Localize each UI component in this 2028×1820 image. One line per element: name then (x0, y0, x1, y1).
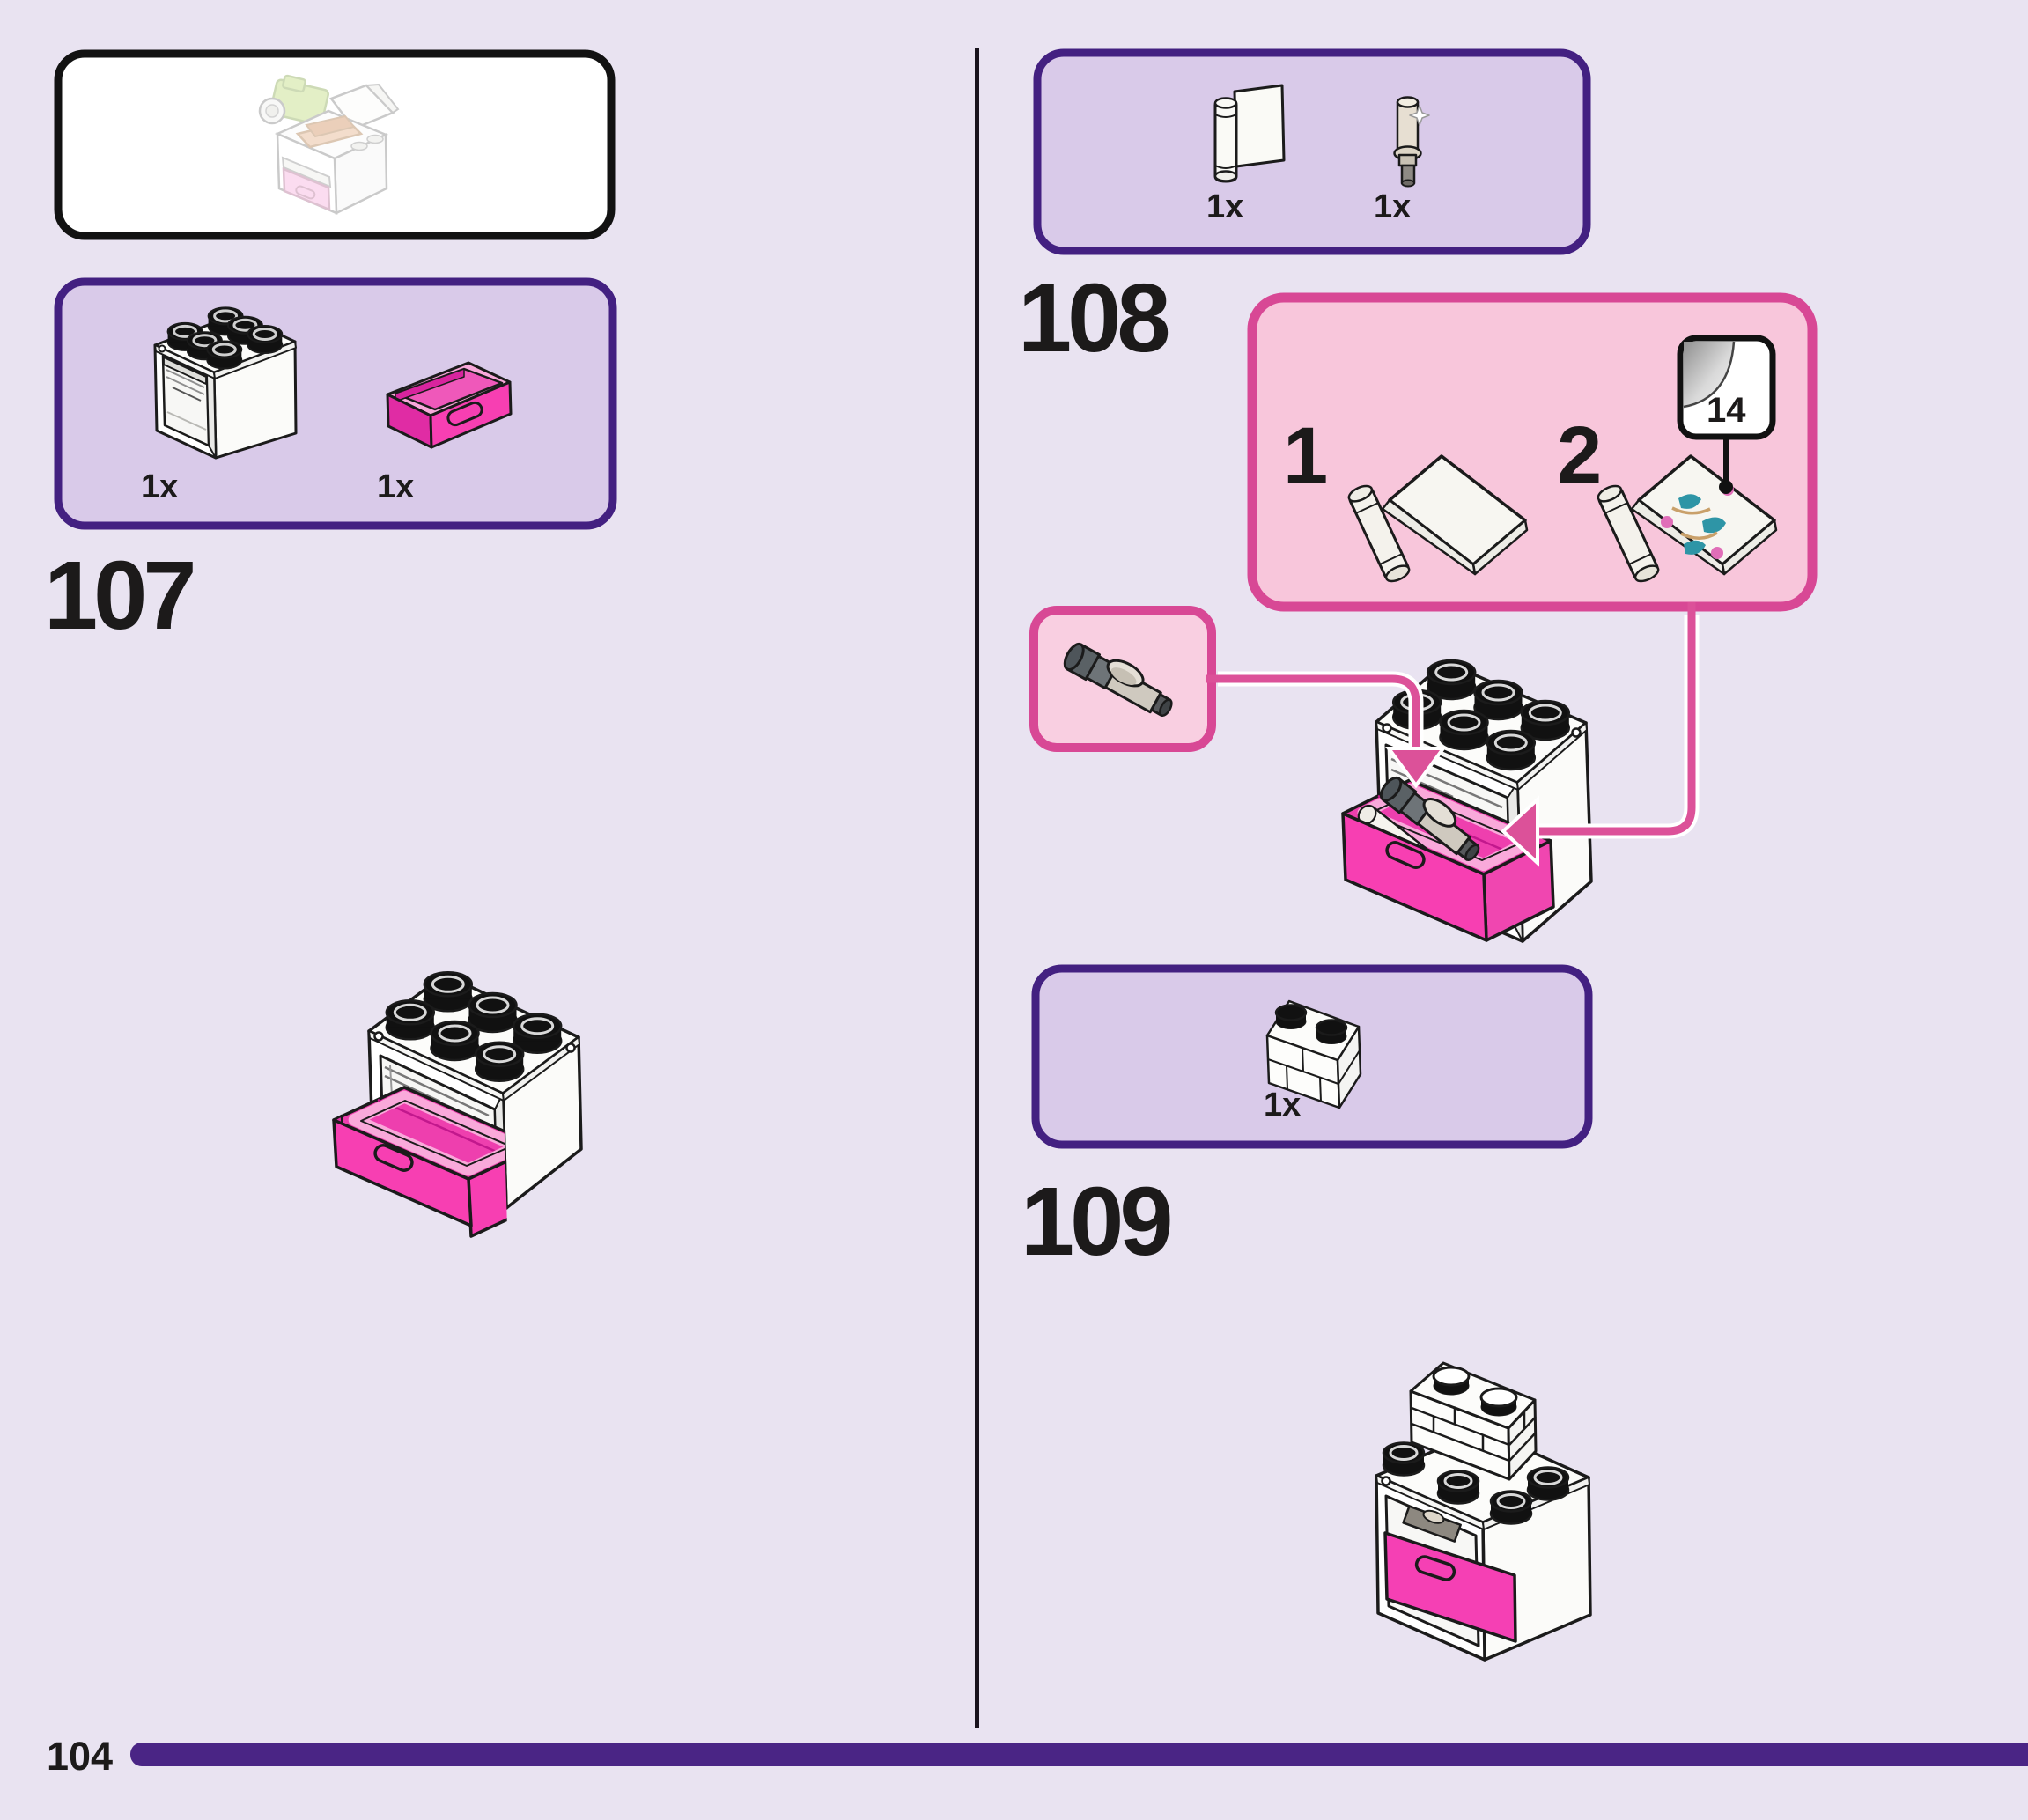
svg-text:1: 1 (1283, 411, 1328, 501)
svg-text:1x: 1x (377, 468, 414, 505)
svg-text:1x: 1x (1374, 188, 1411, 225)
svg-text:109: 109 (1021, 1168, 1170, 1276)
svg-text:2: 2 (1557, 410, 1602, 500)
svg-text:108: 108 (1018, 264, 1168, 372)
svg-text:14: 14 (1707, 391, 1746, 430)
svg-text:1x: 1x (141, 468, 178, 505)
svg-text:1x: 1x (1206, 188, 1243, 225)
svg-text:104: 104 (47, 1734, 113, 1779)
svg-text:107: 107 (44, 542, 193, 650)
